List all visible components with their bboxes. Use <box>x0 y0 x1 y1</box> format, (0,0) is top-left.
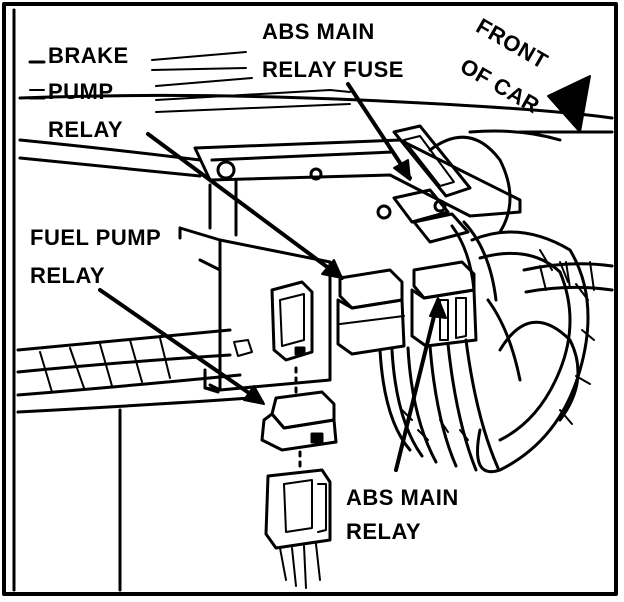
abs-main-relay <box>410 288 478 348</box>
relay-wires <box>428 344 458 468</box>
right-harness-loop <box>539 249 595 425</box>
arrowhead-brake-pump-relay <box>321 259 343 279</box>
arrowhead-abs-main-relay <box>429 297 447 319</box>
abs-main-relay <box>455 297 467 339</box>
arrowhead-abs-relay-fuse <box>393 159 411 181</box>
label-brake: BRAKE <box>48 43 129 68</box>
body-panel-line <box>18 156 202 178</box>
label-relay-fuse: RELAY FUSE <box>262 57 404 82</box>
relay-wires <box>446 342 478 472</box>
right-harness-loop <box>470 230 590 473</box>
abs-relay-fuse <box>392 188 450 224</box>
fuel-pump-relay-tab <box>310 432 324 444</box>
leader-line <box>151 67 247 71</box>
wiring-harness <box>539 261 595 291</box>
wiring-harness <box>522 262 614 272</box>
mounting-bracket <box>210 150 394 162</box>
label-fuel-pump: FUEL PUMP <box>30 225 162 250</box>
fuse-holder-bolt <box>433 199 447 213</box>
wiring-harness <box>524 285 614 294</box>
arrowhead-fuel-pump-relay <box>243 385 265 405</box>
fuel-pump-relay-connector <box>264 468 332 550</box>
relay-terminal-slot <box>294 346 306 356</box>
arrow-line-abs-relay-fuse <box>346 82 412 180</box>
right-harness-loop <box>478 251 572 442</box>
abs-relay-fuse <box>412 212 470 244</box>
arrow-line-fuel-pump-relay <box>98 288 264 404</box>
abs-relay-fuse-holder <box>403 135 455 187</box>
right-harness-loop <box>498 320 580 422</box>
label-fuel-pump-relay: RELAY <box>30 263 106 288</box>
wiring-harness <box>39 337 171 393</box>
label-abs-main-relay-line2: RELAY <box>346 519 422 544</box>
relay-wires <box>464 338 500 470</box>
relay-wires <box>401 409 469 441</box>
leader-line <box>155 89 351 101</box>
body-panel-line <box>18 138 202 162</box>
arrow-line-abs-main-relay <box>394 298 440 472</box>
connector-wires <box>279 543 321 589</box>
small-clip <box>233 339 253 357</box>
label-pump: PUMP <box>48 79 114 104</box>
leader-line <box>151 51 247 61</box>
relay-center-block <box>178 226 222 388</box>
wiring-harness <box>16 353 232 374</box>
wiring-harness <box>16 373 242 397</box>
brake-pump-relay <box>336 298 406 356</box>
bracket-bolt <box>376 204 392 220</box>
fuel-pump-relay-connector <box>317 483 327 533</box>
label-abs-main: ABS MAIN <box>262 19 375 44</box>
fuel-pump-relay-connector <box>283 479 313 533</box>
bracket-bolt <box>309 167 323 181</box>
relay-wires <box>378 348 412 452</box>
abs-relay-fuse-holder <box>392 124 472 198</box>
leader-line <box>155 103 351 113</box>
relay-wires <box>406 346 438 464</box>
label-abs-main-relay-line1: ABS MAIN <box>346 485 459 510</box>
relay-center-block <box>203 368 220 394</box>
diagram-border <box>2 2 618 596</box>
relay-wires <box>390 348 424 458</box>
relay-terminal <box>279 293 305 347</box>
wiring-harness <box>16 328 232 352</box>
mounting-bracket <box>193 138 522 218</box>
front-of-car-arrow <box>547 75 591 133</box>
background-component <box>468 129 562 142</box>
label-relay: RELAY <box>48 117 124 142</box>
fuel-pump-relay <box>260 412 338 452</box>
fuse-holder-wire <box>450 224 476 292</box>
relay-terminal <box>270 280 314 362</box>
leader-line <box>155 77 253 87</box>
body-panel-line <box>18 93 614 120</box>
right-harness-loop <box>486 298 522 382</box>
arrow-line-brake-pump-relay <box>146 132 344 280</box>
abs-main-relay <box>439 299 449 341</box>
wiring-harness <box>16 396 252 414</box>
brake-pump-relay <box>339 315 405 325</box>
bracket-bolt <box>216 160 236 180</box>
background-component <box>428 135 512 234</box>
